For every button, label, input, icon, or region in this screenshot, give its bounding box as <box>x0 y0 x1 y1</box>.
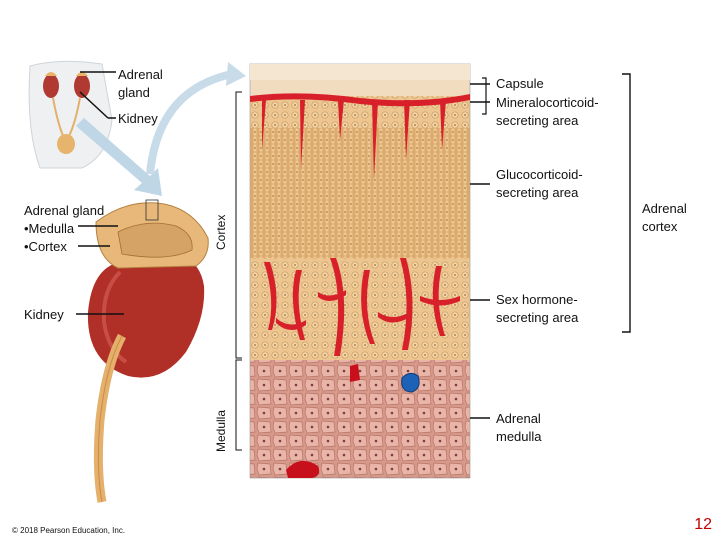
ureter-large-edge <box>97 335 123 503</box>
mini-bladder <box>57 134 75 154</box>
label-capsule: Capsule <box>496 76 544 91</box>
section-box <box>145 199 159 221</box>
mini-adrenal-left <box>45 72 57 76</box>
label-medulla-part: •Medulla <box>24 221 75 236</box>
label-cortex-vertical: Cortex <box>214 214 228 250</box>
zoom-arrow-down <box>76 118 162 196</box>
copyright-text: © 2018 Pearson Education, Inc. <box>12 526 126 535</box>
label-cortex-part: •Cortex <box>24 239 67 254</box>
cortex-bracket <box>622 73 631 333</box>
leader-lines <box>76 71 490 419</box>
cortex-side-bracket <box>235 91 242 359</box>
label-adrenal-cortex: Adrenal cortex <box>642 201 687 234</box>
label-adrenal-gland-top: Adrenal gland <box>118 67 163 100</box>
label-mineralocorticoid: Mineralocorticoid- secreting area <box>496 95 599 128</box>
label-sex-hormone: Sex hormone- secreting area <box>496 292 579 325</box>
label-medulla-vertical: Medulla <box>214 409 228 452</box>
medulla-side-bracket <box>235 359 242 451</box>
medulla-vein-blue <box>401 372 420 393</box>
capsule-bracket <box>482 77 487 115</box>
medulla-vessel-red <box>350 364 360 382</box>
section-sex <box>250 258 470 360</box>
section-gluco <box>250 128 470 258</box>
mini-kidney-left <box>43 74 59 98</box>
section-medulla <box>250 360 470 478</box>
label-kidney-top: Kidney <box>118 111 158 126</box>
medulla-vessel-bottom <box>286 460 320 478</box>
zoom-arrow-curve <box>146 70 233 175</box>
zoom-arrow-head <box>226 62 246 86</box>
label-kidney-bottom: Kidney <box>24 307 64 322</box>
page-number: 12 <box>694 516 712 533</box>
section-top <box>250 64 470 80</box>
blood-vessels <box>250 93 470 356</box>
label-glucocorticoid: Glucocorticoid- secreting area <box>496 167 583 200</box>
adrenal-medulla-inner <box>117 222 193 258</box>
mini-kidney-right <box>74 74 90 98</box>
mini-adrenal-right <box>76 72 88 76</box>
label-adrenal-gland-parts: Adrenal gland <box>24 203 105 218</box>
label-adrenal-medulla: Adrenal medulla <box>496 411 542 444</box>
